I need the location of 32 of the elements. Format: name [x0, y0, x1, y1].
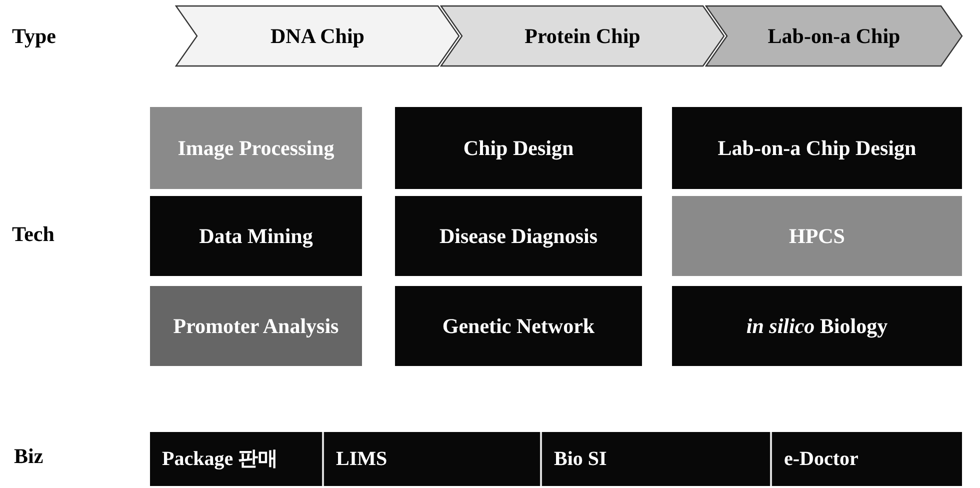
technology-box	[672, 196, 962, 276]
business-cell	[770, 432, 962, 486]
technology-box	[150, 286, 362, 366]
node-label: Package 판매	[162, 446, 278, 472]
row-label: Biz	[14, 444, 44, 469]
node-label: Bio SI	[554, 446, 607, 472]
row-label: Type	[12, 24, 56, 49]
business-cell	[540, 432, 770, 486]
node-label: Lab-on-a Chip Design	[716, 134, 918, 162]
node-label: in silico Biology	[745, 312, 889, 340]
technology-box	[395, 107, 642, 189]
technology-box	[150, 107, 362, 189]
node-label: Data Mining	[198, 222, 314, 250]
technology-box	[672, 107, 962, 189]
node-label: Promoter Analysis	[172, 312, 340, 340]
technology-box	[150, 196, 362, 276]
node-label: DNA Chip	[270, 22, 364, 50]
node-label: Chip Design	[462, 134, 575, 162]
node-label: Image Processing	[176, 134, 336, 162]
technology-box	[395, 286, 642, 366]
node-label: Lab-on-a Chip	[768, 22, 900, 50]
node-label: Disease Diagnosis	[438, 222, 599, 250]
node-label: e-Doctor	[784, 446, 858, 472]
technology-box	[395, 196, 642, 276]
node-label: Genetic Network	[441, 312, 596, 340]
node-label: Protein Chip	[524, 22, 640, 50]
business-cell	[322, 432, 540, 486]
node-label: HPCS	[788, 222, 846, 250]
node-label: LIMS	[336, 446, 388, 472]
business-cell	[150, 432, 322, 486]
technology-box	[672, 286, 962, 366]
row-label: Tech	[12, 222, 54, 247]
